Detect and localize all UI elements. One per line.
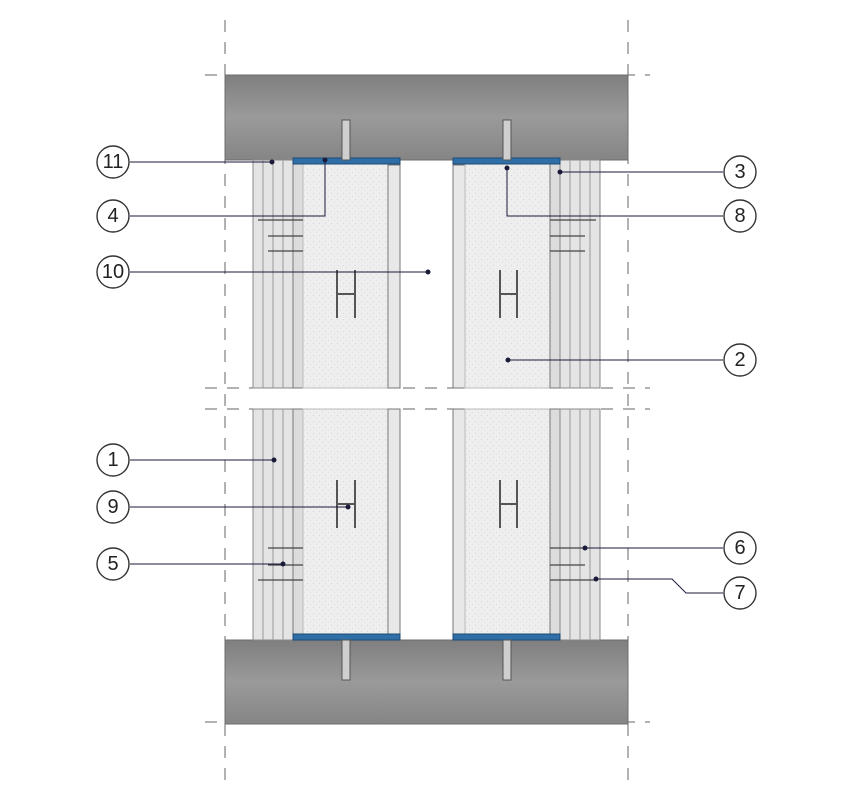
callout-5: 5 [96,547,130,581]
svg-text:11: 11 [103,151,124,173]
callout-8: 8 [723,199,757,233]
svg-text:4: 4 [107,205,118,227]
svg-text:1: 1 [107,449,118,471]
callout-9: 9 [96,490,130,524]
svg-text:5: 5 [107,553,118,575]
right-wall-upper [452,157,601,389]
svg-text:2: 2 [734,349,745,371]
screws [258,219,596,581]
callout-2: 2 [723,343,757,377]
h-profile-marks [336,270,518,528]
callout-1: 1 [96,443,130,477]
callout-10: 10 [96,255,130,289]
left-wall-upper [252,157,401,389]
callout-7: 7 [723,576,757,610]
svg-text:3: 3 [734,161,745,183]
bottom-slab [224,639,629,725]
svg-text:8: 8 [734,205,745,227]
svg-text:10: 10 [102,261,124,283]
leader-lines [130,157,723,594]
right-wall-lower [452,408,601,641]
callout-6: 6 [723,531,757,565]
svg-text:7: 7 [734,582,745,604]
svg-text:9: 9 [107,496,118,518]
callout-11: 11 [96,145,130,179]
top-slab [224,74,629,161]
left-wall-lower [252,408,401,641]
svg-text:6: 6 [734,537,745,559]
callout-3: 3 [723,155,757,189]
anchors [341,119,512,681]
callout-4: 4 [96,199,130,233]
